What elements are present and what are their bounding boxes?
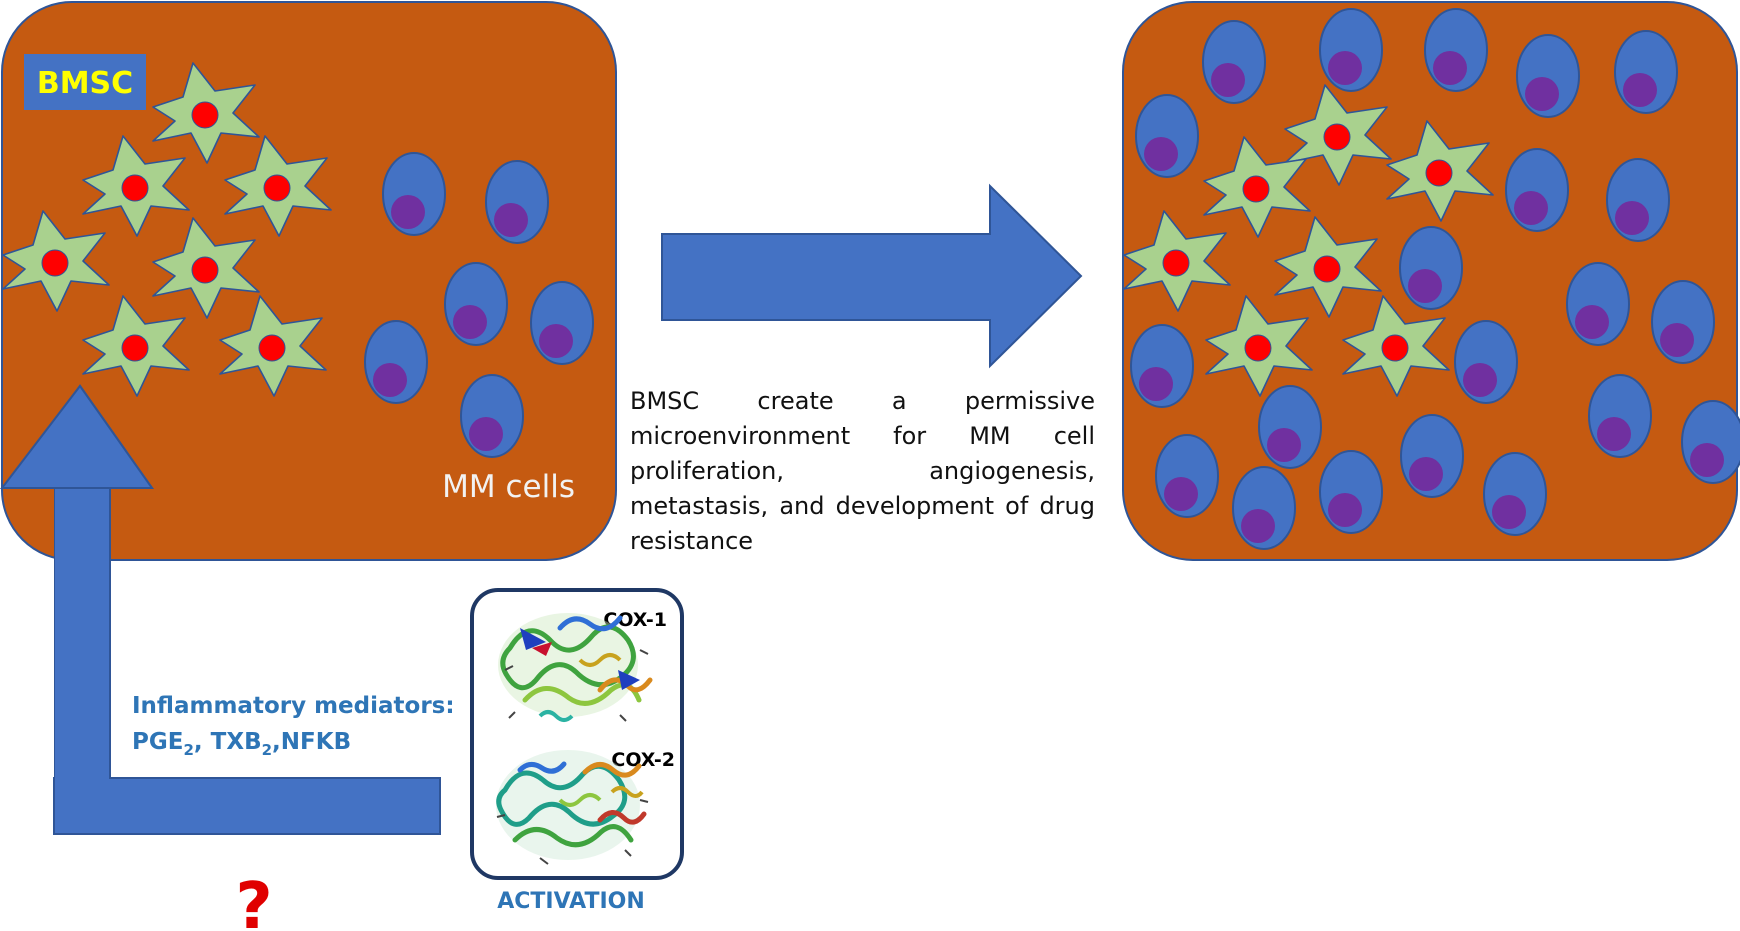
mm-cell-icon <box>1588 374 1652 458</box>
mediators-list: PGE2, TXB2,NFKB <box>132 729 351 759</box>
cox-protein-box <box>470 588 684 880</box>
mm-cell-icon <box>1505 148 1569 232</box>
mediators-heading: Inflammatory mediators: <box>132 693 455 719</box>
mm-cell-icon <box>1135 94 1199 178</box>
mm-cell-icon <box>460 374 524 458</box>
mm-cell-icon <box>530 281 594 365</box>
mm-cell-icon <box>1319 8 1383 92</box>
mm-cell-icon <box>1566 262 1630 346</box>
cox2-label: COX-2 <box>611 749 675 771</box>
mm-cell-icon <box>1130 324 1194 408</box>
cox1-label: COX-1 <box>603 609 667 631</box>
mm-cell-icon <box>485 160 549 244</box>
activation-label: ACTIVATION <box>497 889 645 914</box>
question-mark: ? <box>235 870 272 931</box>
mm-cell-icon <box>1606 158 1670 242</box>
mm-cells-label: MM cells <box>442 469 575 505</box>
mm-cell-icon <box>1319 450 1383 534</box>
mediator-arrow-shaft <box>53 777 441 835</box>
nfkb-label: NFKB <box>281 729 351 755</box>
mediator-arrow-vertical <box>55 486 109 832</box>
mm-cell-icon <box>1400 414 1464 498</box>
mm-cell-icon <box>1399 226 1463 310</box>
mm-cell-icon <box>1614 30 1678 114</box>
mm-cell-icon <box>1424 8 1488 92</box>
bmsc-badge-box <box>24 54 146 110</box>
txb-label: TXB <box>211 729 262 755</box>
mm-cell-icon <box>382 152 446 236</box>
cox1-structure-icon <box>498 613 653 722</box>
bmsc-badge-label: BMSC <box>37 66 133 101</box>
mm-cell-icon <box>444 262 508 346</box>
mm-cell-icon <box>1202 20 1266 104</box>
mm-cell-icon <box>1681 400 1740 484</box>
mm-cell-icon <box>1483 452 1547 536</box>
pge-subscript: 2 <box>183 741 193 759</box>
progression-arrow <box>661 183 1083 369</box>
cox2-structure-icon <box>496 750 649 865</box>
txb-subscript: 2 <box>262 741 272 759</box>
mm-cell-icon <box>1651 280 1715 364</box>
pge-label: PGE <box>132 729 183 755</box>
microenvironment-caption: BMSC create a permissive microenvironmen… <box>630 387 1095 555</box>
mm-cell-icon <box>1232 466 1296 550</box>
mm-cell-icon <box>364 320 428 404</box>
mm-cell-icon <box>1516 34 1580 118</box>
mm-cell-icon <box>1155 434 1219 518</box>
mm-cell-icon <box>1454 320 1518 404</box>
mediator-arrow-head <box>0 384 154 489</box>
mm-cell-icon <box>1258 385 1322 469</box>
